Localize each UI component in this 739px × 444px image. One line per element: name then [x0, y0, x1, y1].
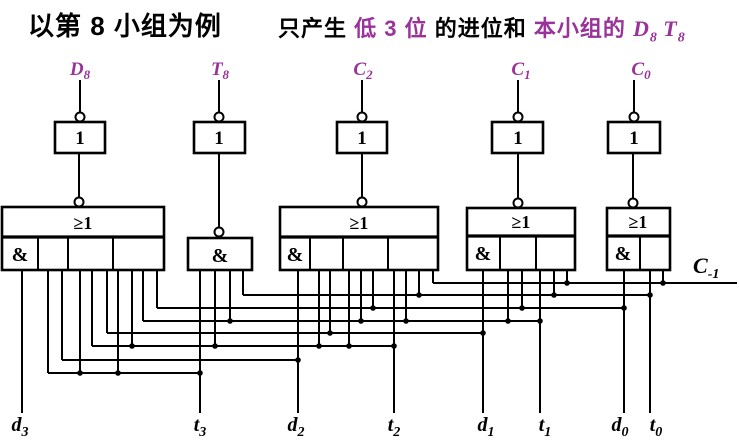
or-label: ≥1 [350, 213, 369, 233]
junction-dots [77, 280, 666, 376]
gate-c1-and-or: ≥1 & [465, 206, 577, 272]
input-stubs [21, 270, 664, 413]
annotation-seg1: 只产生 [278, 16, 355, 41]
or-label: ≥1 [74, 213, 93, 233]
inverter-gates: 1 1 1 1 1 [53, 120, 662, 155]
label-D8: D8 [69, 59, 91, 82]
signal-bus-wires [48, 282, 737, 374]
label-C-minus-1: C-1 [693, 253, 719, 282]
and-label: & [212, 245, 229, 267]
inverter-input-bubbles [74, 111, 640, 123]
output-wires [79, 80, 635, 112]
annotation-highlight-low3: 低 3 位 [354, 16, 428, 41]
label-C1: C1 [511, 59, 530, 82]
inverter-label: 1 [214, 128, 224, 149]
and-label: & [287, 244, 304, 266]
label-t2: t2 [388, 414, 401, 440]
annotation-seg2: 的进位和 [427, 16, 534, 41]
and-label: & [475, 243, 492, 265]
or-label: ≥1 [629, 212, 648, 232]
label-t0: t0 [650, 414, 663, 440]
label-t1: t1 [539, 414, 552, 440]
inverter-label: 1 [75, 128, 85, 149]
or-label: ≥1 [512, 212, 531, 232]
label-T8: T8 [211, 59, 230, 82]
annotation-highlight-group: 本小组的 [533, 16, 633, 41]
label-d1: d1 [478, 414, 495, 440]
annotation-text: 只产生 低 3 位 的进位和 本小组的 D8 T8 [278, 11, 686, 46]
label-C2: C2 [353, 59, 373, 82]
output-labels: D8 T8 C2 C1 C0 [69, 59, 651, 82]
gate-d8-and-or: ≥1 & [0, 205, 166, 272]
inverter-output-wires [78, 153, 634, 227]
gate-c0-and-or: ≥1 & [605, 206, 672, 272]
gate-t8-and: & [186, 236, 254, 272]
input-labels: d3 t3 d2 t2 d1 t1 d0 t0 [12, 414, 663, 440]
inverter-label: 1 [357, 128, 367, 149]
and-label: & [615, 243, 632, 265]
and-label: & [12, 244, 29, 266]
page-title: 以第 8 小组为例 [28, 11, 222, 41]
label-t3: t3 [194, 414, 207, 440]
gate-c2-and-or: ≥1 & [278, 205, 440, 272]
label-C0: C0 [631, 59, 651, 82]
label-d0: d0 [612, 414, 629, 440]
inverter-label: 1 [513, 128, 523, 149]
inverter-label: 1 [629, 128, 639, 149]
label-d2: d2 [288, 414, 305, 440]
annotation-formula: D8 T8 [632, 16, 686, 46]
label-d3: d3 [12, 414, 29, 440]
